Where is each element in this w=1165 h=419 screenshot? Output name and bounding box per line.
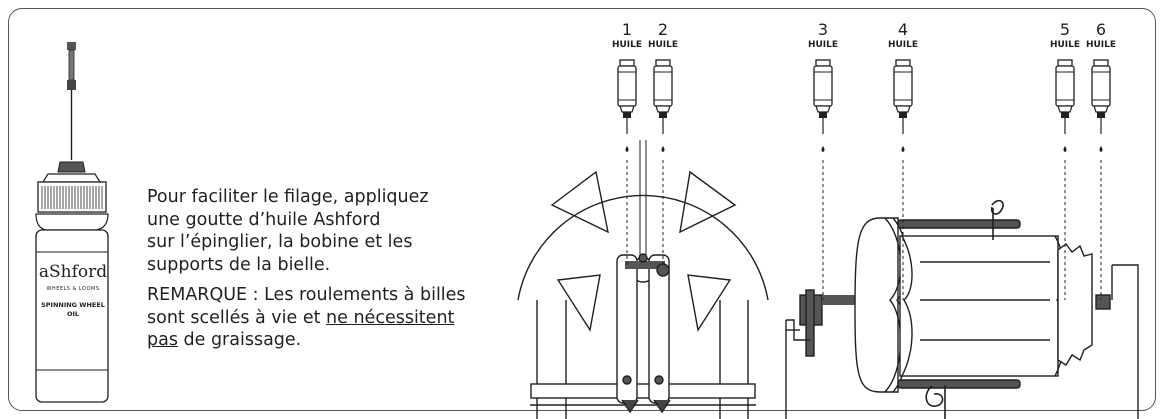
oil-bottle (35, 42, 109, 403)
bottle-product-line2: OIL (66, 310, 80, 318)
oiler-3 (813, 59, 833, 153)
oiler-5 (1055, 59, 1075, 153)
bottle-tagline: WHEELS & LOOMS (46, 286, 100, 292)
oil-point-label: HUILE (887, 40, 919, 50)
bobbin-flyer-assembly (785, 199, 1139, 419)
oil-point-label: HUILE (1049, 40, 1081, 50)
wheel-assembly (517, 140, 769, 419)
instruction-lead: Pour faciliter le filage, appliquez une … (147, 187, 429, 275)
instruction-text: Pour faciliter le filage, appliquez une … (147, 186, 487, 360)
oiler-1 (617, 59, 637, 153)
oil-point-number: 3 (817, 20, 829, 39)
note-label: REMARQUE : (147, 285, 259, 305)
oil-point-number: 4 (897, 20, 909, 39)
oil-point-label: HUILE (611, 40, 643, 50)
oil-point-number: 2 (657, 20, 669, 39)
oil-point-label: HUILE (1085, 40, 1117, 50)
oil-point-number: 5 (1059, 20, 1071, 39)
oil-point-label: HUILE (807, 40, 839, 50)
oil-point-label: HUILE (647, 40, 679, 50)
diagram-frame (8, 8, 1156, 411)
guide-lines (626, 160, 1102, 300)
note-text-end: de graissage. (177, 330, 302, 350)
note-emphasis: ne nécessitent pas (147, 307, 455, 351)
oiler-6 (1091, 59, 1111, 153)
oiler-4 (893, 59, 913, 153)
bottle-product-line1: SPINNING WHEEL (41, 301, 105, 309)
oil-point-number: 1 (621, 20, 633, 39)
oiler-2 (653, 59, 673, 153)
bottle-brand: aShford (38, 262, 108, 282)
note-text: Les roulements à billes sont scellés à v… (147, 285, 466, 328)
oil-point-number: 6 (1095, 20, 1107, 39)
maintenance-note: REMARQUE : Les roulements à billes sont … (147, 284, 487, 352)
